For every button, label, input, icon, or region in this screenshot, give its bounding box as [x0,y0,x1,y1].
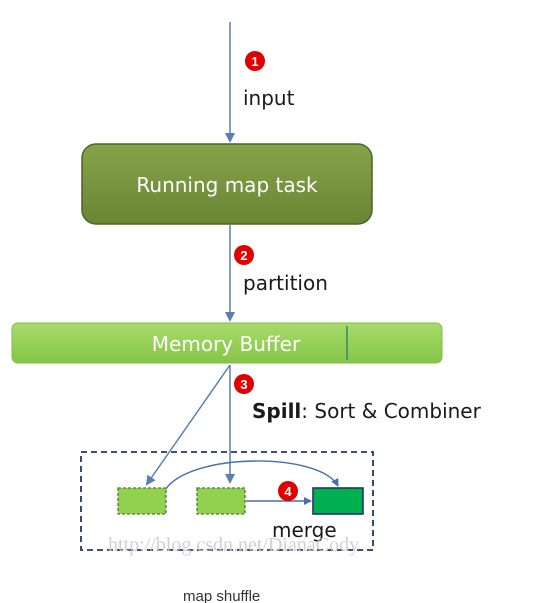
spill-file-2 [196,487,246,515]
step-3-badge: 3 [234,374,254,394]
spill-files-container [80,451,374,551]
step-1-badge: 1 [245,51,265,71]
figure-caption: map shuffle [183,588,260,603]
merge-curve-arrow [164,460,339,491]
watermark-text: http://blog.csdn.net/DianaCody [108,534,359,556]
merge-label: merge [272,518,337,542]
svg-text:2: 2 [240,248,247,263]
spill-arrow-left [145,364,231,486]
svg-text:1: 1 [251,54,258,69]
step-4-badge: 4 [278,481,298,501]
running-map-task-box: Running map task [81,143,373,225]
partition-label: partition [243,271,328,295]
merged-file [312,487,364,515]
svg-text:3: 3 [240,377,247,392]
spill-label: Spill: Sort & Combiner [252,399,482,423]
step-2-badge: 2 [234,245,254,265]
memory-buffer-label: Memory Buffer [152,332,301,356]
memory-buffer-bar: Memory Buffer [11,322,443,364]
running-map-task-label: Running map task [136,173,318,197]
input-label: input [243,86,295,110]
spill-file-1 [117,487,167,515]
svg-text:4: 4 [284,484,292,499]
